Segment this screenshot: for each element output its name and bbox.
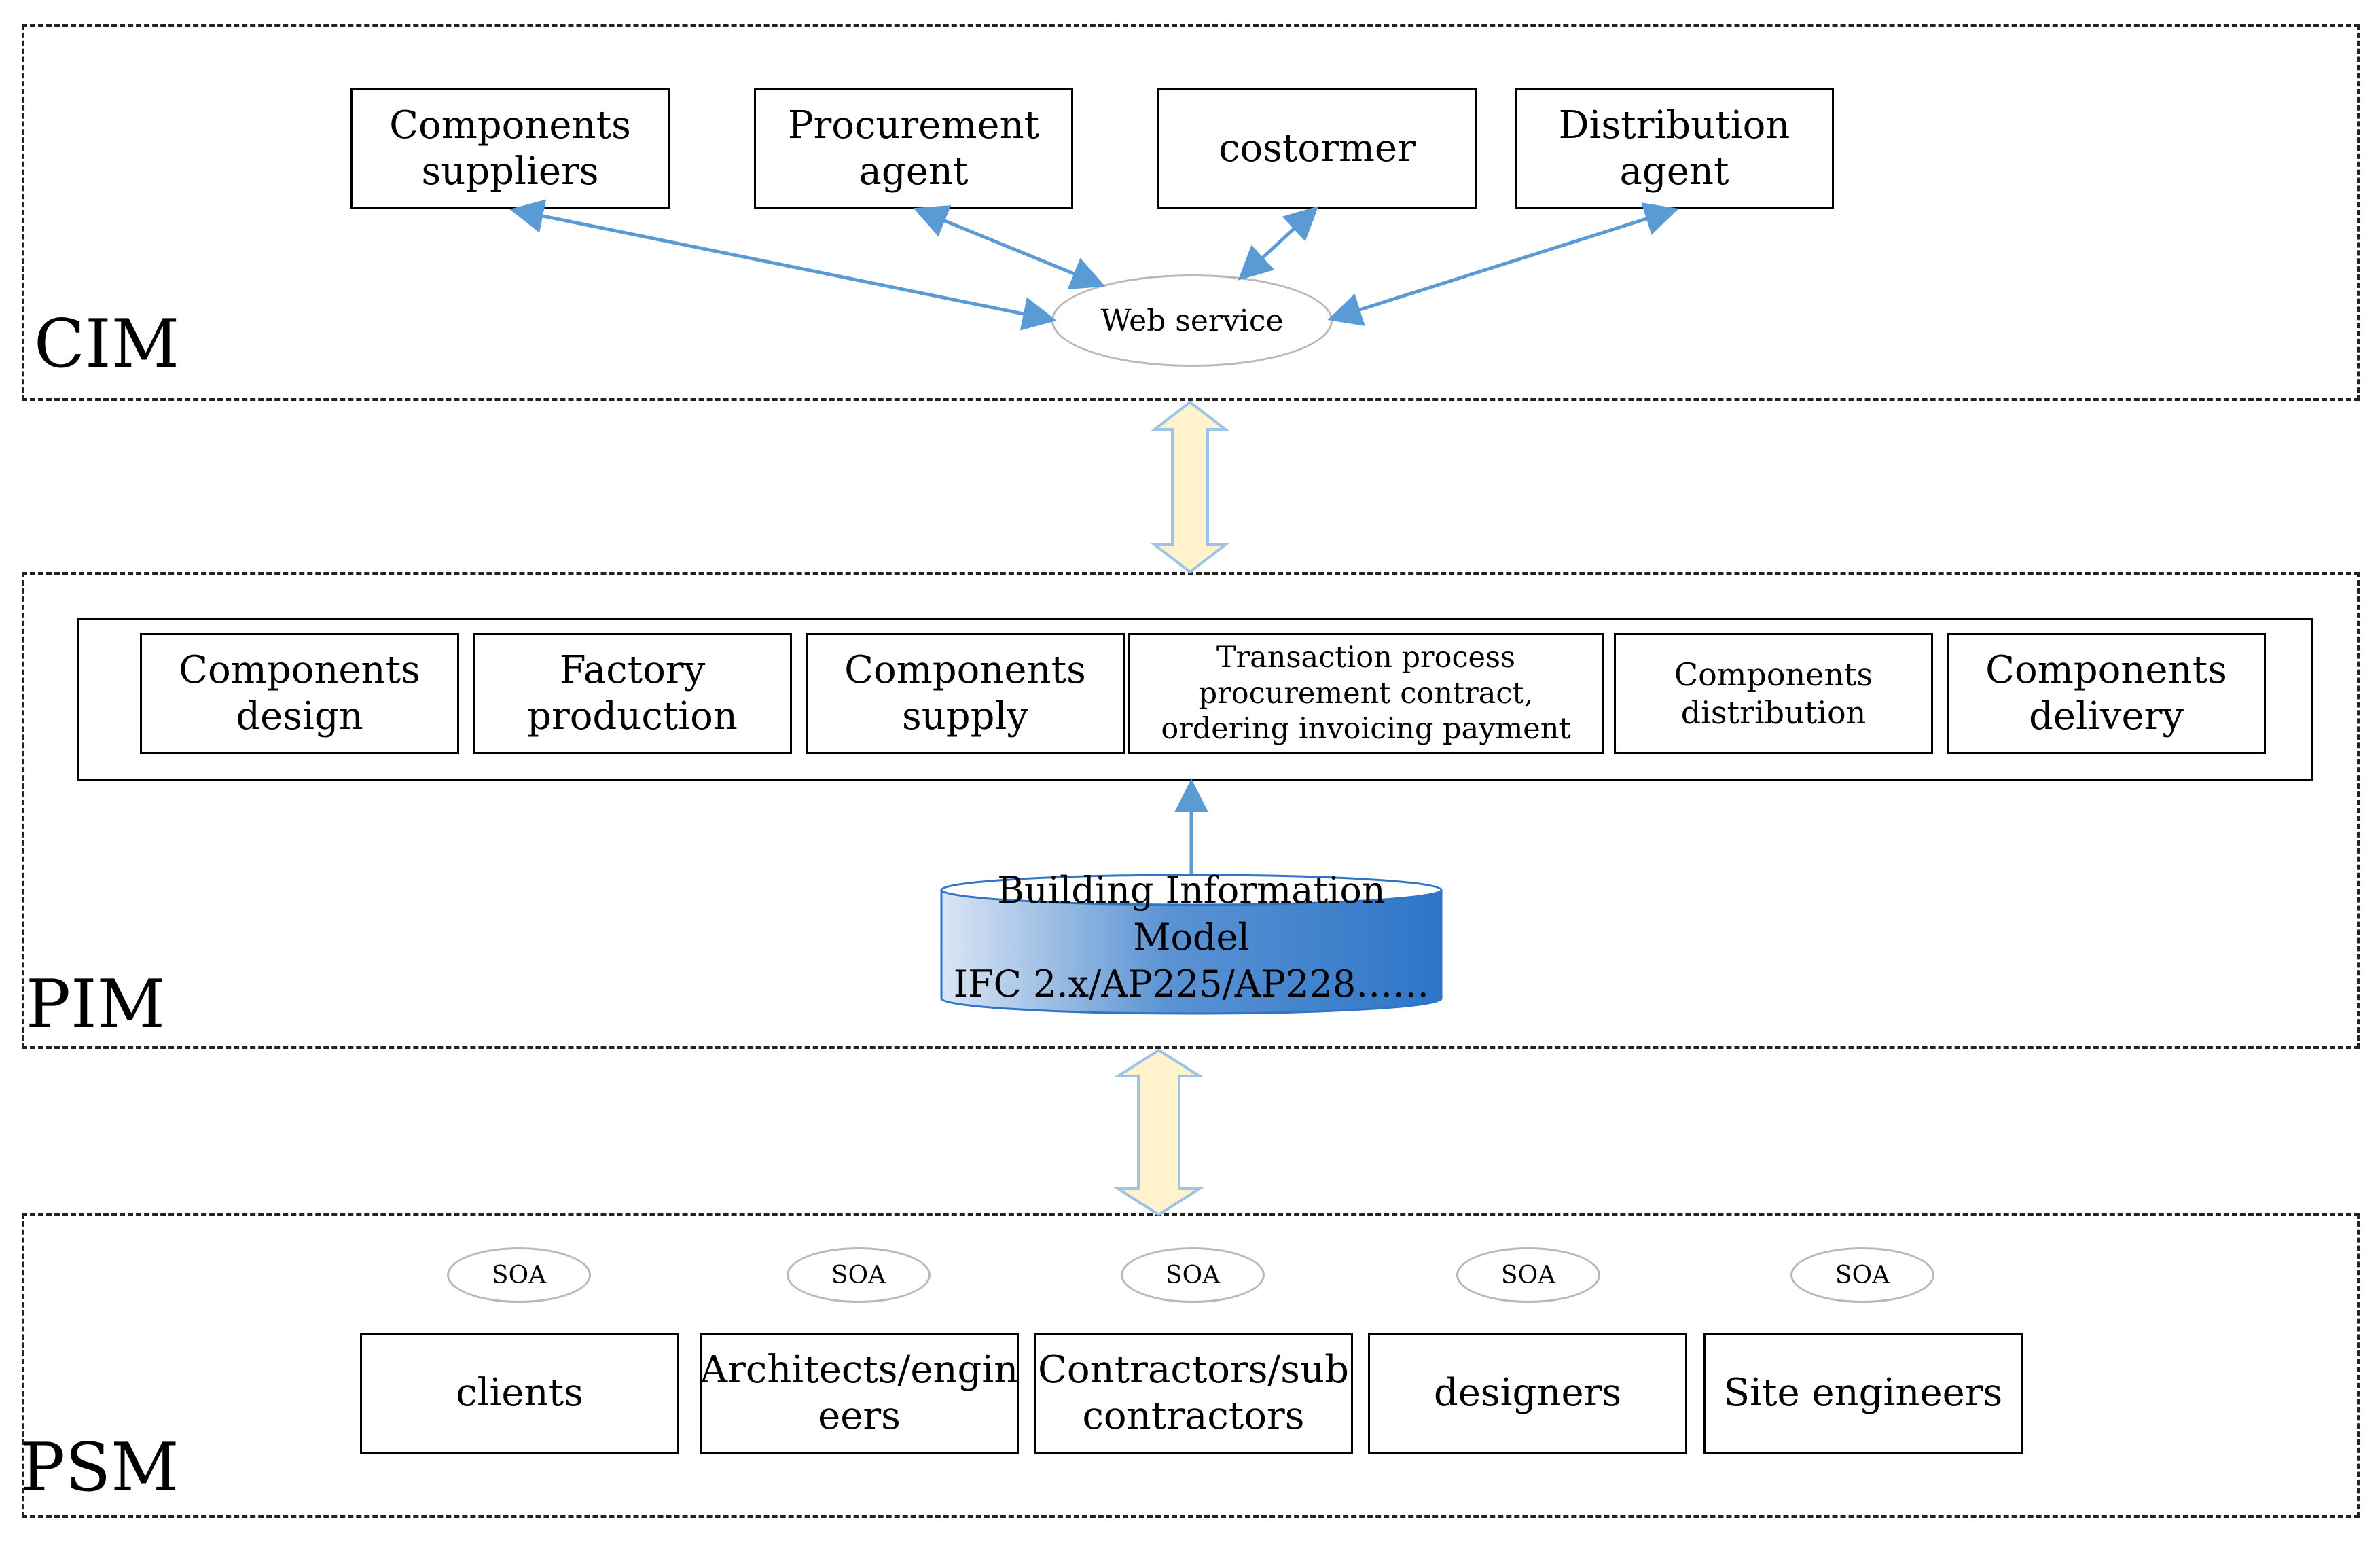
architects-engineers-box: Architects/engin eers xyxy=(700,1333,1019,1454)
factory-production-box: Factory production xyxy=(473,633,792,754)
contractors-subcontractors-box: Contractors/sub contractors xyxy=(1034,1333,1353,1454)
soa-node-5: SOA xyxy=(1790,1247,1934,1303)
customer-box: costormer xyxy=(1157,88,1477,209)
web-service-node: Web service xyxy=(1051,274,1333,367)
pim-label: PIM xyxy=(26,966,165,1043)
procurement-agent-box: Procurement agent xyxy=(754,88,1073,209)
soa-node-1: SOA xyxy=(447,1247,591,1303)
clients-box: clients xyxy=(360,1333,679,1454)
components-delivery-box: Components delivery xyxy=(1947,633,2266,754)
components-suppliers-box: Components suppliers xyxy=(350,88,670,209)
cim-layer xyxy=(22,24,2360,401)
site-engineers-box: Site engineers xyxy=(1703,1333,2023,1454)
components-supply-box: Components supply xyxy=(806,633,1125,754)
distribution-agent-box: Distribution agent xyxy=(1515,88,1834,209)
transaction-process-box: Transaction process procurement contract… xyxy=(1128,633,1604,754)
cim-label: CIM xyxy=(34,306,180,383)
soa-node-4: SOA xyxy=(1456,1247,1600,1303)
double-arrow-pim-psm xyxy=(1113,1048,1204,1217)
psm-label: PSM xyxy=(20,1429,179,1507)
soa-node-2: SOA xyxy=(787,1247,931,1303)
soa-node-3: SOA xyxy=(1121,1247,1265,1303)
double-arrow-cim-pim xyxy=(1151,400,1229,574)
components-distribution-box: Components distribution xyxy=(1614,633,1933,754)
components-design-box: Components design xyxy=(140,633,459,754)
bim-label: Building Information Model IFC 2.x/AP225… xyxy=(953,869,1430,1006)
designers-box: designers xyxy=(1368,1333,1687,1454)
